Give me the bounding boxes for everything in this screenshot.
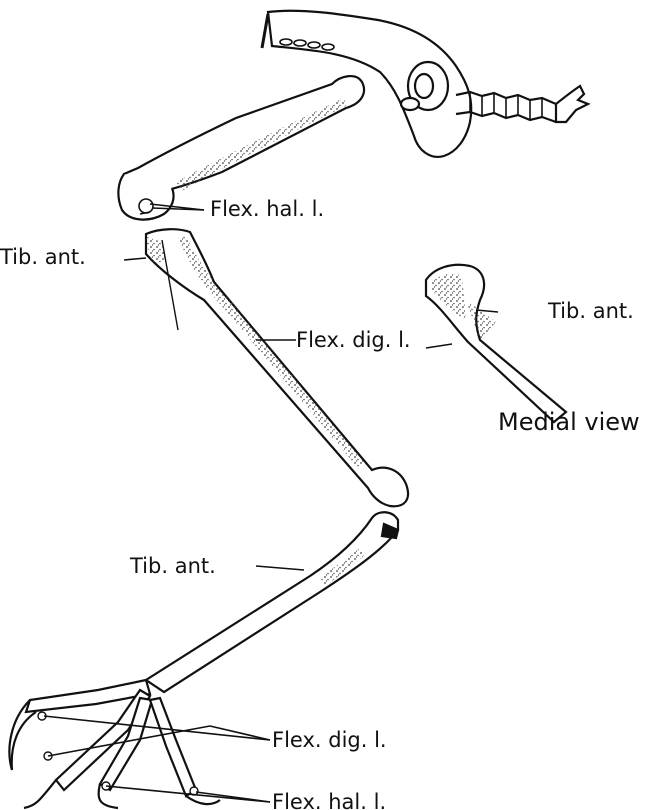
tibiotarsus bbox=[144, 229, 408, 506]
label-tib-ant-medial: Tib. ant. bbox=[548, 301, 634, 322]
label-tib-ant-lower: Tib. ant. bbox=[130, 556, 216, 577]
label-medial-view: Medial view bbox=[498, 410, 640, 434]
tarsometatarsus bbox=[146, 512, 398, 692]
label-flex-hal-lower: Flex. hal. l. bbox=[272, 792, 386, 810]
label-flex-dig-upper: Flex. dig. l. bbox=[296, 330, 411, 351]
tibia-medial-view bbox=[426, 265, 566, 422]
label-tib-ant-upper: Tib. ant. bbox=[0, 247, 86, 268]
label-flex-hal-upper: Flex. hal. l. bbox=[210, 199, 324, 220]
label-flex-dig-lower: Flex. dig. l. bbox=[272, 730, 387, 751]
pelvis bbox=[262, 11, 588, 157]
